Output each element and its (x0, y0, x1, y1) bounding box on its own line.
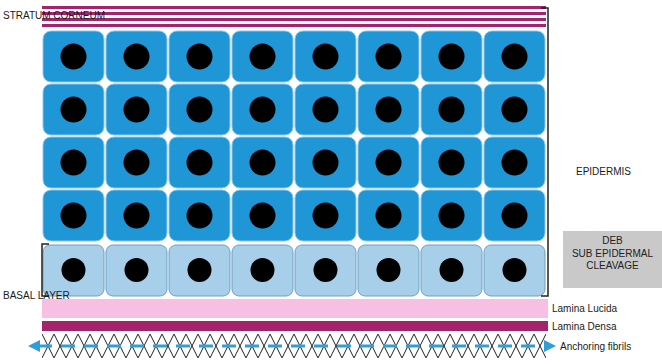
stratum-corneum (42, 6, 546, 27)
layer-label: Lamina Lucida (552, 303, 617, 314)
lamina-densa-band (42, 321, 548, 331)
lamina-lucida-band (42, 299, 548, 318)
box-text: DEB (566, 235, 659, 248)
cleavage-box: DEBSUB EPIDERMAL CLEAVAGE (563, 231, 662, 288)
fibril-arrow (28, 340, 556, 352)
layer-label: EPIDERMIS (576, 166, 631, 177)
epidermis-bracket (541, 8, 548, 296)
layer-label: BASAL LAYER (3, 290, 70, 301)
basal-cells (42, 244, 546, 297)
layer-label: STRATUM CORNEUM (3, 10, 105, 21)
layer-label: Lamina Densa (552, 321, 616, 332)
layer-label: Anchoring fibrils (560, 341, 631, 352)
box-text: SUB EPIDERMAL CLEAVAGE (566, 248, 659, 273)
basal-bracket (42, 244, 49, 296)
epidermal-cells (42, 30, 546, 242)
